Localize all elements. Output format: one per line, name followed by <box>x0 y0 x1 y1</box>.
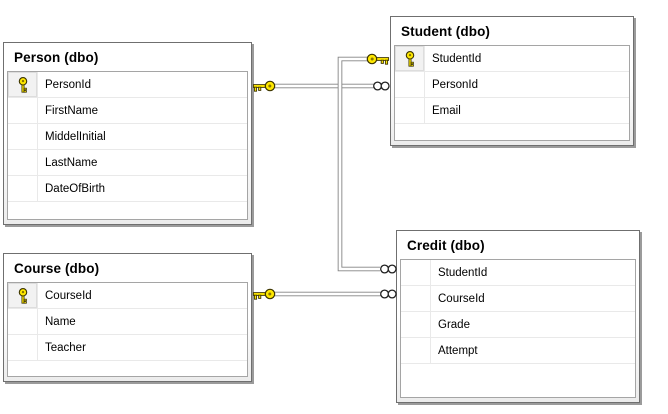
pk-cell <box>395 46 425 71</box>
column-name: LastName <box>45 156 98 169</box>
column-row-attempt[interactable]: Attempt <box>401 338 635 364</box>
table-course-columns: CourseId Name Teacher <box>7 282 248 377</box>
column-name: PersonId <box>45 78 92 91</box>
column-name: StudentId <box>432 52 482 65</box>
column-name: CourseId <box>438 292 485 305</box>
table-credit[interactable]: Credit (dbo) StudentId CourseId Grade At… <box>396 230 640 403</box>
table-credit-columns: StudentId CourseId Grade Attempt <box>400 259 636 398</box>
cardinality-many-infinity-icon <box>373 81 390 91</box>
column-row-dateofbirth[interactable]: DateOfBirth <box>8 176 247 202</box>
primary-key-icon <box>405 50 414 67</box>
table-student-columns: StudentId PersonId Email <box>394 45 630 141</box>
pk-cell <box>8 283 38 308</box>
cardinality-many-infinity-icon <box>380 264 397 274</box>
table-person-header[interactable]: Person (dbo) <box>4 43 251 71</box>
column-name: Teacher <box>45 341 86 354</box>
column-row-courseid[interactable]: CourseId <box>8 283 247 309</box>
icon-cell-empty <box>8 335 38 360</box>
icon-cell-empty <box>8 124 38 149</box>
column-row-personid[interactable]: PersonId <box>395 72 629 98</box>
column-name: CourseId <box>45 289 92 302</box>
column-row-studentid[interactable]: StudentId <box>401 260 635 286</box>
icon-cell-empty <box>401 286 431 311</box>
column-row-name[interactable]: Name <box>8 309 247 335</box>
table-person-columns: PersonId FirstName MiddelInitial LastNam… <box>7 71 248 220</box>
pk-cell <box>8 72 38 97</box>
column-name: StudentId <box>438 266 488 279</box>
primary-key-icon <box>18 287 27 304</box>
icon-cell-empty <box>401 312 431 337</box>
column-row-studentid[interactable]: StudentId <box>395 46 629 72</box>
icon-cell-empty <box>395 98 425 123</box>
table-student[interactable]: Student (dbo) StudentId PersonId Email <box>390 16 634 146</box>
table-student-title: Student (dbo) <box>401 23 491 39</box>
column-row-firstname[interactable]: FirstName <box>8 98 247 124</box>
column-name: Grade <box>438 318 470 331</box>
table-course-header[interactable]: Course (dbo) <box>4 254 251 282</box>
cardinality-one-key-icon <box>252 288 276 300</box>
primary-key-icon <box>18 76 27 93</box>
column-row-teacher[interactable]: Teacher <box>8 335 247 361</box>
column-name: Email <box>432 104 461 117</box>
icon-cell-empty <box>8 176 38 201</box>
table-credit-header[interactable]: Credit (dbo) <box>397 231 639 259</box>
icon-cell-empty <box>8 309 38 334</box>
cardinality-one-key-icon <box>252 80 276 92</box>
column-name: FirstName <box>45 104 99 117</box>
column-row-middelinitial[interactable]: MiddelInitial <box>8 124 247 150</box>
column-name: Name <box>45 315 76 328</box>
column-row-courseid[interactable]: CourseId <box>401 286 635 312</box>
column-row-lastname[interactable]: LastName <box>8 150 247 176</box>
column-name: PersonId <box>432 78 479 91</box>
icon-cell-empty <box>8 98 38 123</box>
table-person[interactable]: Person (dbo) PersonId FirstName MiddelIn… <box>3 42 252 225</box>
icon-cell-empty <box>401 338 431 363</box>
table-student-header[interactable]: Student (dbo) <box>391 17 633 45</box>
icon-cell-empty <box>401 260 431 285</box>
relationship-line-student-credit[interactable] <box>337 56 380 272</box>
column-row-personid[interactable]: PersonId <box>8 72 247 98</box>
table-course-title: Course (dbo) <box>14 260 100 276</box>
column-name: MiddelInitial <box>45 130 106 143</box>
column-row-email[interactable]: Email <box>395 98 629 124</box>
column-row-grade[interactable]: Grade <box>401 312 635 338</box>
cardinality-one-key-icon <box>366 53 390 65</box>
cardinality-many-infinity-icon <box>380 289 397 299</box>
table-course[interactable]: Course (dbo) CourseId Name Teacher <box>3 253 252 382</box>
column-name: DateOfBirth <box>45 182 106 195</box>
icon-cell-empty <box>8 150 38 175</box>
column-name: Attempt <box>438 344 478 357</box>
table-credit-title: Credit (dbo) <box>407 237 485 253</box>
icon-cell-empty <box>395 72 425 97</box>
table-person-title: Person (dbo) <box>14 49 99 65</box>
